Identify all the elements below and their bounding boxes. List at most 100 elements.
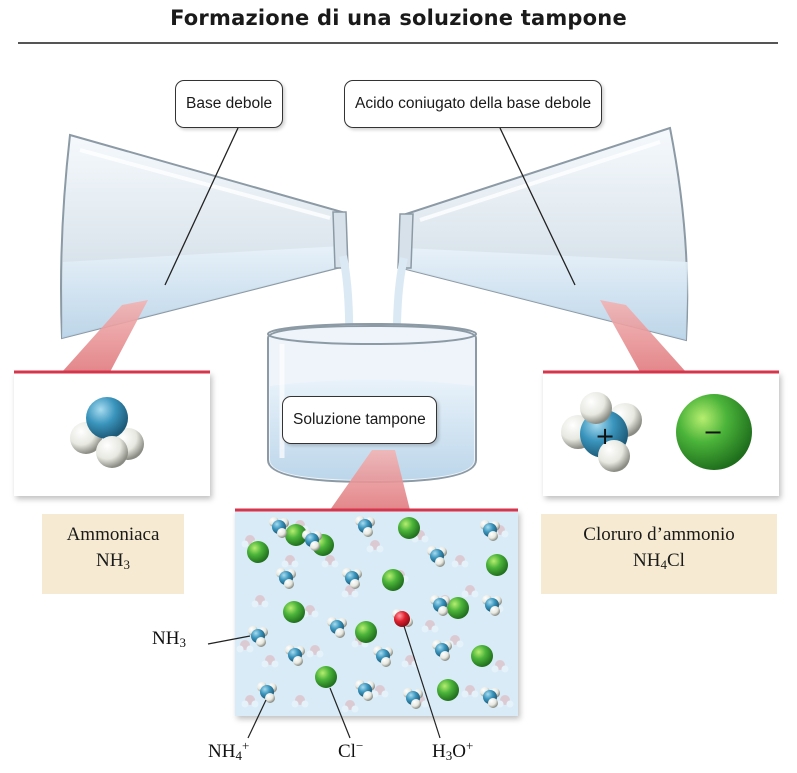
leader-conjugate-acid	[499, 127, 576, 286]
water-hydrogen	[301, 700, 309, 708]
chloride-particle	[285, 524, 307, 546]
ammonium-ion: +	[561, 392, 642, 472]
hydrogen-atom	[381, 657, 391, 667]
ammonium-chloride-name: Cloruro d’ammonio	[583, 524, 735, 545]
oxygen-atom	[394, 611, 410, 627]
chloride-sphere	[382, 569, 404, 591]
water-oxygen	[285, 555, 295, 565]
water-oxygen	[370, 540, 380, 550]
chloride-particle	[283, 601, 305, 623]
hydrogen-atom	[488, 698, 498, 708]
hydrogen-atom	[265, 693, 275, 703]
water-oxygen	[240, 640, 250, 650]
ammonia-panel	[14, 370, 210, 496]
conjugate-acid-callout: Acido coniugato della base debole	[344, 80, 603, 128]
ammonia-particle	[327, 617, 347, 638]
title-divider	[18, 42, 778, 44]
zoom-wedge-center	[330, 450, 410, 510]
chloride-particle	[486, 554, 508, 576]
ammonium-particle	[482, 595, 502, 616]
page-title: Formazione di una soluzione tampone	[170, 6, 627, 30]
chloride-particle	[447, 597, 469, 619]
water-oxygen	[245, 695, 255, 705]
water-oxygen	[255, 595, 265, 605]
zoom-wedge-left	[62, 300, 148, 372]
water-hydrogen	[341, 590, 349, 598]
water-hydrogen	[311, 610, 319, 618]
water-hydrogen	[456, 640, 464, 648]
chloride-particle	[355, 621, 377, 643]
leader-nh4	[247, 699, 267, 739]
water-hydrogen	[291, 560, 299, 568]
hydrogen-atom	[488, 531, 498, 541]
ammonia-formula: NH3	[96, 550, 130, 572]
ammonium-particle	[373, 646, 393, 667]
water-hydrogen	[351, 590, 359, 598]
chloride-sphere	[398, 517, 420, 539]
leader-weak-base	[164, 127, 239, 286]
water-hydrogen	[421, 535, 429, 543]
hydrogen-atom	[335, 628, 345, 638]
water-hydrogen	[316, 650, 324, 658]
weak-base-callout: Base debole	[175, 80, 284, 128]
water-hydrogen	[246, 645, 254, 653]
water-oxygen	[425, 620, 435, 630]
chloride-sphere	[285, 524, 307, 546]
water-oxygen	[295, 695, 305, 705]
water-hydrogen	[496, 700, 504, 708]
particle-view	[235, 508, 518, 716]
water-hydrogen	[401, 660, 409, 668]
conjugate-acid-flask	[397, 126, 689, 342]
water-hydrogen	[451, 560, 459, 568]
ammonium-particle	[355, 680, 375, 701]
water-hydrogen	[501, 530, 509, 538]
ammonium-particle	[480, 687, 500, 708]
water-hydrogen	[331, 560, 339, 568]
ammonium-chloride-formula: NH4Cl	[633, 550, 685, 572]
hydrogen-atom	[293, 656, 303, 666]
ammonia-particle	[285, 645, 305, 666]
water-oxygen	[345, 700, 355, 710]
hydrogen-atom	[256, 637, 266, 647]
label-nh3: NH3	[152, 628, 186, 650]
ammonia-particle	[432, 640, 452, 661]
hydrogen-atom	[438, 606, 448, 616]
water-hydrogen	[261, 660, 269, 668]
water-hydrogen	[241, 540, 249, 548]
chloride-sphere	[247, 541, 269, 563]
label-h3o: H3O+	[432, 738, 474, 763]
water-oxygen	[465, 685, 475, 695]
water-hydrogen	[251, 600, 259, 608]
water-hydrogen	[251, 700, 259, 708]
water-hydrogen	[501, 665, 509, 673]
ammonia-particle	[403, 688, 423, 709]
hydrogen-atom	[440, 651, 450, 661]
ammonium-particle	[355, 516, 375, 537]
buffer-solution-callout: Soluzione tampone	[282, 396, 437, 444]
ammonium-particle	[276, 568, 296, 589]
water-oxygen	[405, 655, 415, 665]
hydrogen-atom	[411, 699, 421, 709]
ammonia-particle	[342, 568, 362, 589]
water-oxygen	[265, 655, 275, 665]
ammonia-name: Ammoniaca	[66, 524, 160, 545]
ammonia-caption: Ammoniaca NH3	[42, 514, 184, 594]
water-oxygen	[495, 660, 505, 670]
water-hydrogen	[421, 700, 429, 708]
ammonia-particle	[269, 517, 289, 538]
hydrogen-atom	[363, 527, 373, 537]
ammonia-molecule	[70, 397, 144, 468]
ammonia-particle	[257, 682, 277, 703]
chloride-sphere	[355, 621, 377, 643]
water-hydrogen	[291, 700, 299, 708]
hydrogen-atom	[284, 579, 294, 589]
buffer-solution-callout-text: Soluzione tampone	[293, 411, 426, 428]
ammonium-particle	[248, 626, 268, 647]
water-hydrogen	[471, 690, 479, 698]
leader-nh3	[207, 635, 251, 645]
chloride-particle	[398, 517, 420, 539]
conjugate-acid-callout-text: Acido coniugato della base debole	[355, 95, 592, 112]
chloride-particle	[247, 541, 269, 563]
weak-base-flask	[60, 133, 349, 340]
hydrogen-atom	[277, 528, 287, 538]
